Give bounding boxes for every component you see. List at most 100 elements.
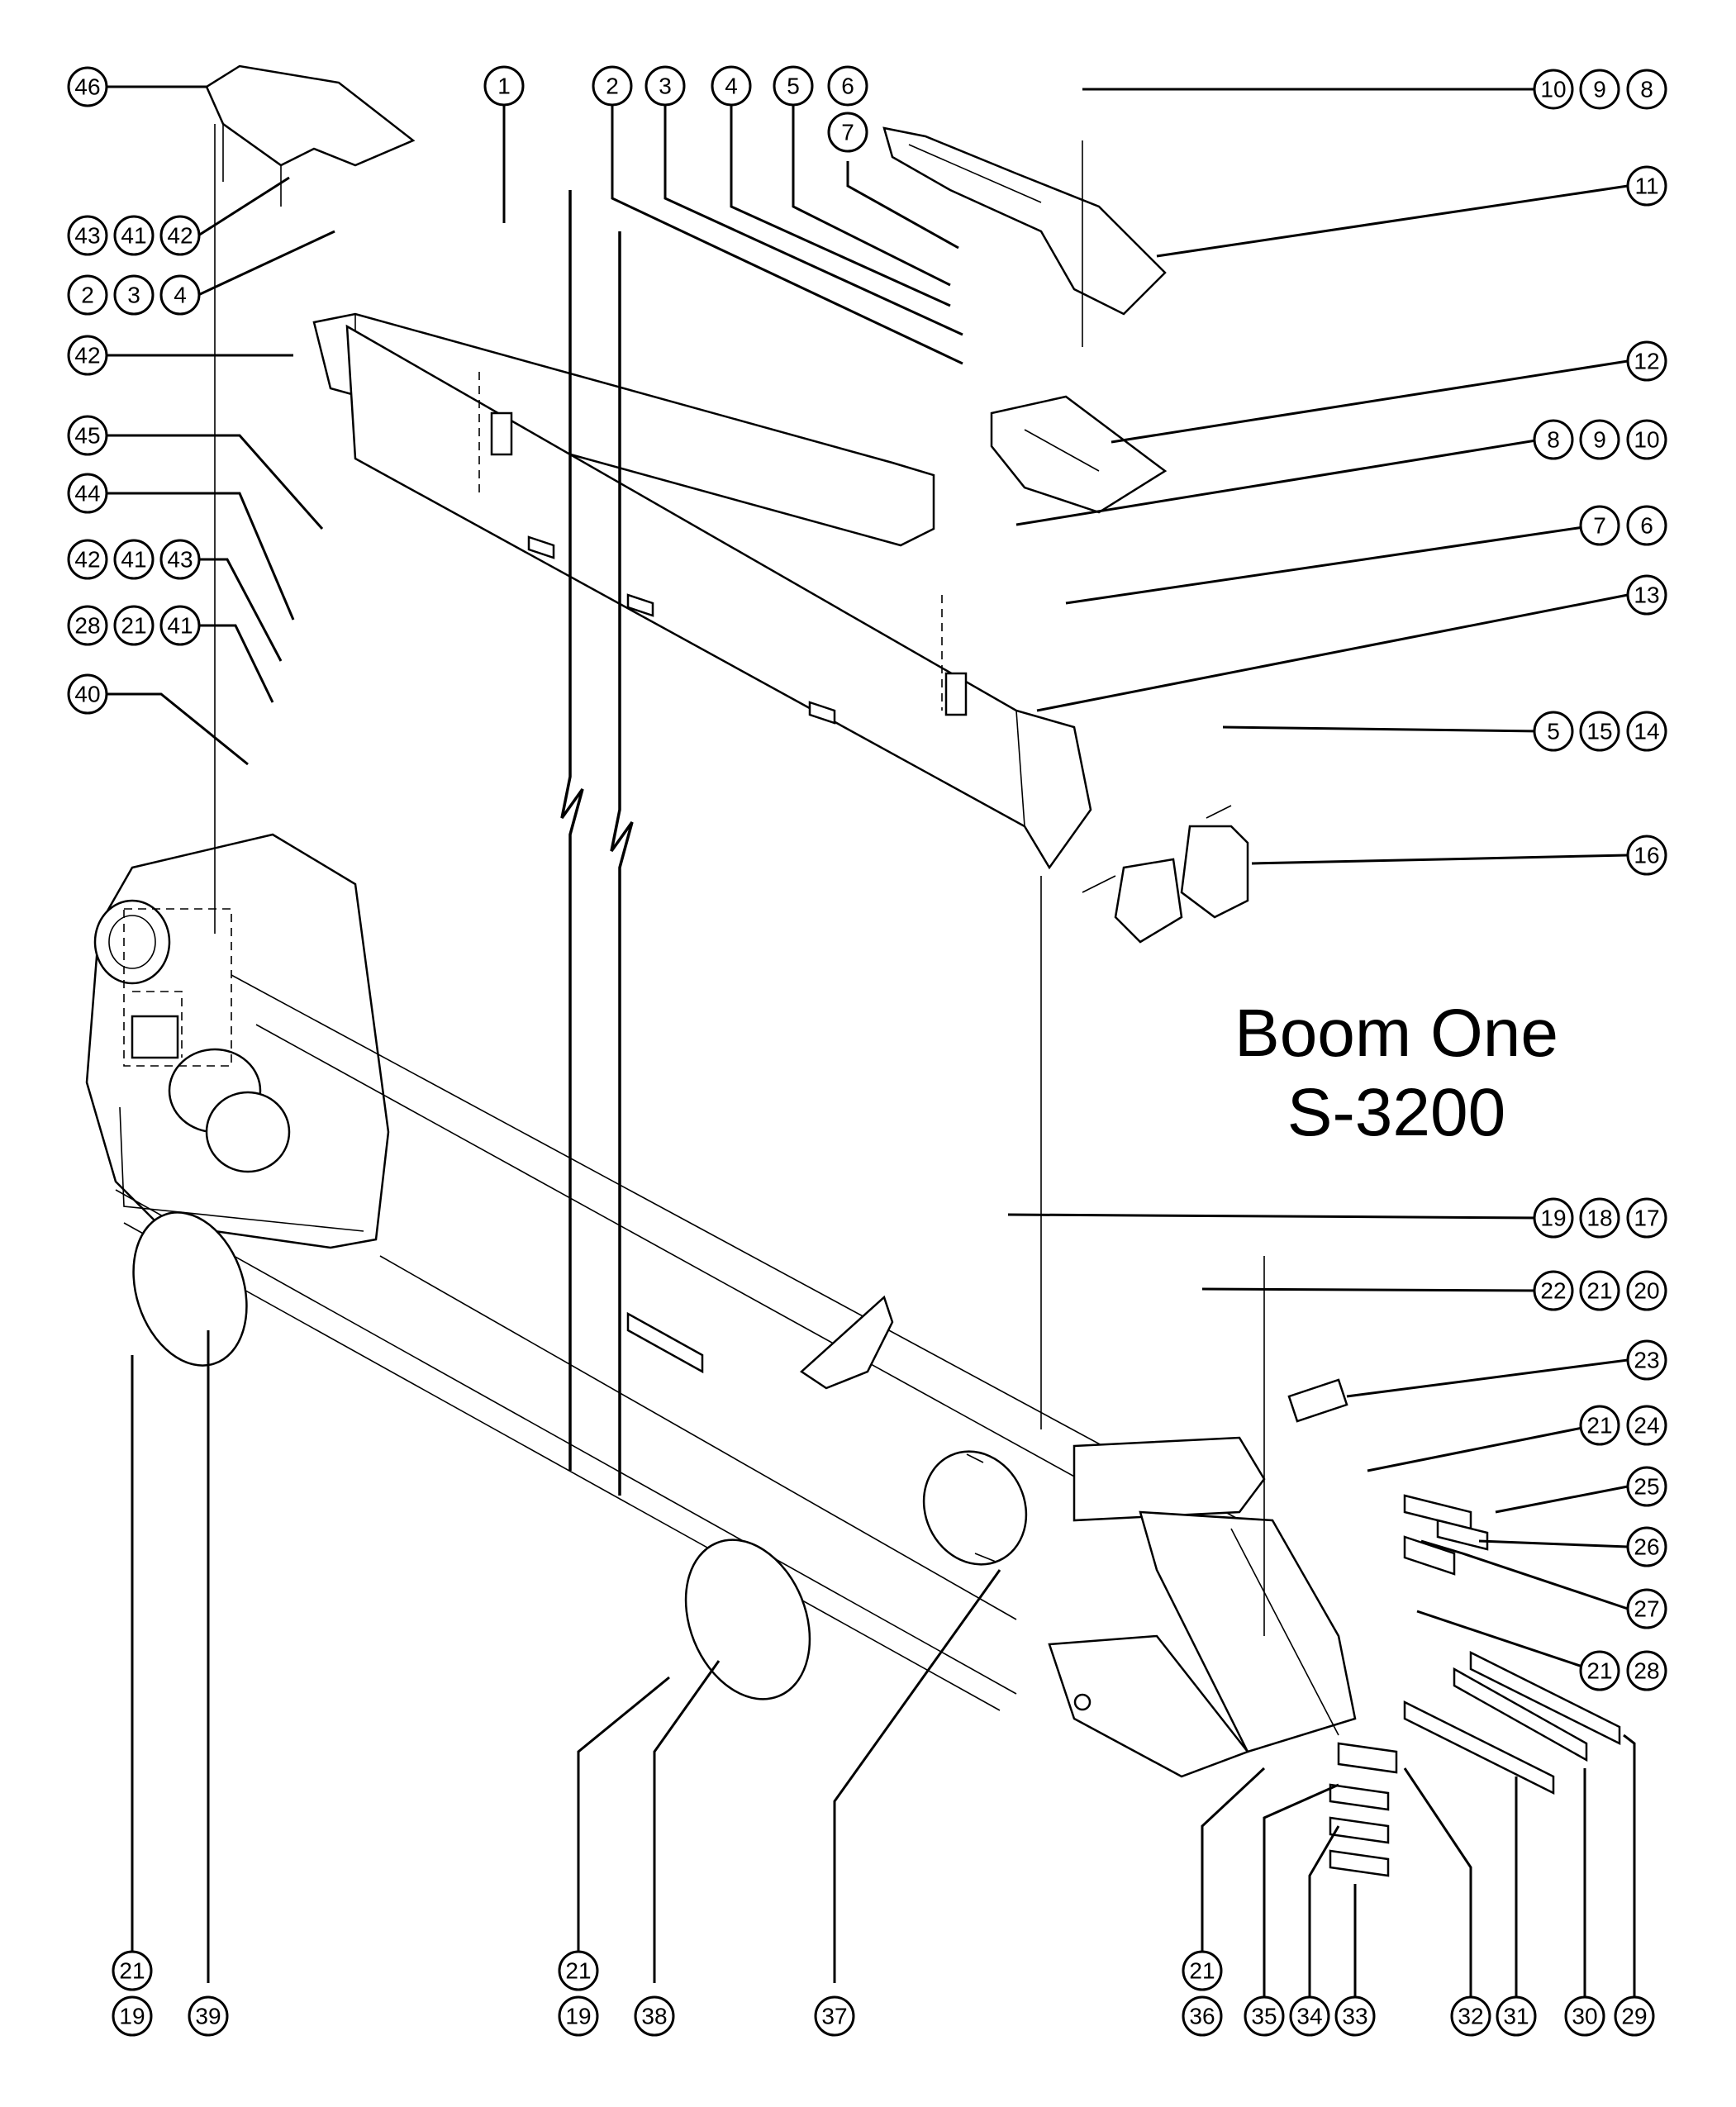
boom-body (85, 833, 1357, 1778)
svg-text:20: 20 (1634, 1278, 1659, 1304)
svg-text:21: 21 (565, 1958, 591, 1984)
svg-text:4: 4 (725, 74, 738, 99)
callout-1: 1 (483, 65, 525, 107)
svg-text:10: 10 (1540, 77, 1566, 102)
callout-7-6: 7 6 (1579, 505, 1667, 546)
svg-text:25: 25 (1634, 1474, 1659, 1500)
svg-text:21: 21 (1586, 1278, 1612, 1304)
svg-text:30: 30 (1572, 2004, 1597, 2029)
cover-46 (205, 64, 416, 167)
callout-2-3-4: 2 3 4 (67, 274, 201, 316)
svg-text:21: 21 (121, 613, 146, 639)
part-drawings (85, 64, 1621, 1877)
callout-8-9-10: 8 9 10 (1533, 419, 1667, 460)
callout-16: 16 (1626, 835, 1667, 876)
callout-31: 31 (1496, 1995, 1537, 2037)
svg-text:22: 22 (1540, 1278, 1566, 1304)
callout-39: 39 (188, 1995, 229, 2037)
svg-text:4: 4 (174, 283, 187, 308)
callout-22-21-20: 22 21 20 (1533, 1270, 1667, 1311)
svg-text:13: 13 (1634, 583, 1659, 608)
svg-text:24: 24 (1634, 1413, 1659, 1439)
callout-32: 32 (1450, 1995, 1491, 2037)
svg-text:19: 19 (119, 2004, 145, 2029)
pivot-boss (93, 899, 171, 985)
leader-lines (107, 85, 1636, 2016)
svg-text:7: 7 (841, 120, 854, 145)
svg-text:43: 43 (167, 547, 193, 573)
access-hole (922, 1450, 1028, 1566)
svg-text:39: 39 (195, 2004, 221, 2029)
svg-text:7: 7 (1593, 513, 1606, 539)
callout-5-15-14: 5 15 14 (1533, 711, 1667, 752)
callout-21-24: 21 24 (1579, 1405, 1667, 1446)
svg-text:2: 2 (606, 74, 619, 99)
svg-text:28: 28 (1634, 1658, 1659, 1684)
svg-text:8: 8 (1640, 77, 1653, 102)
callout-21-36: 21 36 (1182, 1950, 1223, 2037)
callout-29: 29 (1614, 1995, 1655, 2037)
callout-34: 34 (1289, 1995, 1330, 2037)
svg-text:36: 36 (1189, 2004, 1215, 2029)
bracket-16 (1180, 825, 1249, 919)
callout-19-18-17: 19 18 17 (1533, 1197, 1667, 1239)
callout-28-21-41: 28 21 41 (67, 605, 201, 646)
svg-text:40: 40 (74, 682, 100, 707)
callout-38: 38 (634, 1995, 675, 2037)
svg-text:11: 11 (1634, 174, 1658, 199)
slide-pads (1329, 1650, 1621, 1877)
svg-text:37: 37 (821, 2004, 847, 2029)
svg-text:17: 17 (1634, 1206, 1659, 1231)
svg-text:18: 18 (1586, 1206, 1612, 1231)
svg-text:42: 42 (74, 343, 100, 369)
callout-35: 35 (1244, 1995, 1285, 2037)
svg-text:8: 8 (1547, 427, 1560, 453)
cover-plate-38 (684, 1539, 811, 1700)
svg-text:41: 41 (121, 223, 146, 249)
svg-text:29: 29 (1621, 2004, 1647, 2029)
callout-21-19-a: 21 19 (112, 1950, 153, 2037)
cover-11 (882, 126, 1167, 316)
svg-text:3: 3 (127, 283, 140, 308)
svg-text:19: 19 (1540, 1206, 1566, 1231)
svg-text:38: 38 (641, 2004, 667, 2029)
svg-text:42: 42 (167, 223, 193, 249)
svg-text:45: 45 (74, 423, 100, 449)
svg-text:35: 35 (1251, 2004, 1277, 2029)
callout-45: 45 (67, 415, 108, 456)
svg-text:15: 15 (1586, 719, 1612, 744)
callout-30: 30 (1564, 1995, 1605, 2037)
break-line-left (560, 190, 584, 1471)
svg-text:41: 41 (167, 613, 193, 639)
title-line-2: S-3200 (1287, 1075, 1505, 1150)
svg-text:41: 41 (121, 547, 146, 573)
callout-26: 26 (1626, 1526, 1667, 1567)
svg-text:3: 3 (659, 74, 672, 99)
callout-13: 13 (1626, 574, 1667, 616)
svg-text:21: 21 (1189, 1958, 1215, 1984)
svg-text:9: 9 (1593, 77, 1606, 102)
svg-text:2: 2 (81, 283, 94, 308)
callout-33: 33 (1334, 1995, 1376, 2037)
svg-text:44: 44 (74, 481, 100, 507)
upper-boom-tube (312, 312, 1092, 870)
callout-25: 25 (1626, 1466, 1667, 1507)
svg-text:16: 16 (1634, 843, 1659, 868)
svg-text:21: 21 (119, 1958, 145, 1984)
svg-text:6: 6 (841, 74, 854, 99)
callout-2: 2 (592, 65, 633, 107)
svg-text:5: 5 (787, 74, 800, 99)
callouts: 1 2 3 4 5 6 7 10 9 8 11 12 8 9 10 7 6 13… (67, 65, 1667, 2037)
callout-46: 46 (67, 66, 108, 107)
svg-text:1: 1 (497, 74, 511, 99)
svg-text:31: 31 (1503, 2004, 1529, 2029)
plate-12 (990, 395, 1168, 514)
callout-44: 44 (67, 473, 108, 514)
svg-text:33: 33 (1342, 2004, 1367, 2029)
svg-text:28: 28 (74, 613, 100, 639)
callout-21-19-b: 21 19 (558, 1950, 599, 2037)
svg-text:19: 19 (565, 2004, 591, 2029)
callout-11: 11 (1626, 165, 1667, 207)
svg-text:32: 32 (1458, 2004, 1483, 2029)
